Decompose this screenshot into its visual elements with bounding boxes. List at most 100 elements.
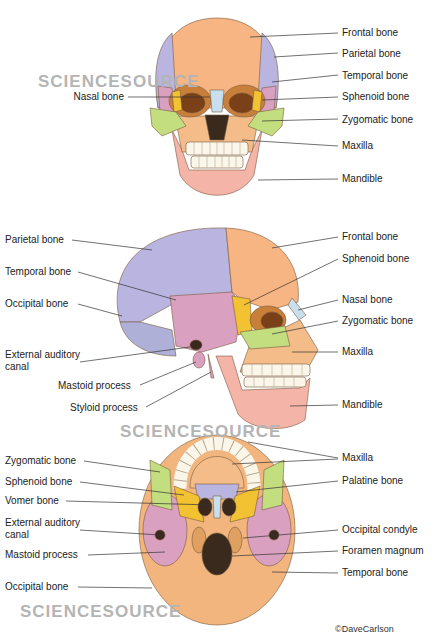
bone-shape <box>232 296 252 335</box>
bone-label: Maxilla <box>342 452 373 464</box>
bone-shape <box>252 90 262 112</box>
bone-shape <box>190 457 244 489</box>
bone-shape <box>150 460 172 510</box>
bone-label: Nasal bone <box>342 294 393 306</box>
bone-label: Zygomatic bone <box>5 455 76 467</box>
bone-shape <box>262 119 338 121</box>
bone-shape <box>258 179 338 180</box>
bone-shape <box>208 354 214 378</box>
bone-shape <box>80 347 190 362</box>
bone-shape <box>140 362 196 385</box>
leader-lines <box>66 33 338 588</box>
bone-label: Foramen magnum <box>342 545 424 557</box>
bone-shape <box>244 259 338 305</box>
bone-label: External auditory canal <box>5 517 83 541</box>
bone-shape <box>272 321 338 334</box>
bone-shape <box>232 551 338 556</box>
bone-feature <box>222 498 236 516</box>
bone-shape <box>210 90 224 112</box>
bone-label: Temporal bone <box>342 567 408 579</box>
bone-shape <box>172 90 182 112</box>
bone-shape <box>213 496 221 518</box>
credit-text: ©DaveCarlson <box>335 624 394 635</box>
bone-label: Sphenoid bone <box>342 253 409 265</box>
bone-shape <box>250 33 338 37</box>
bone-label: Zygomatic bone <box>342 114 413 126</box>
bone-shape <box>80 530 160 535</box>
bone-label: Maxilla <box>342 140 373 152</box>
bone-label: Occipital bone <box>5 581 68 593</box>
bone-feature <box>202 533 232 575</box>
bone-shape <box>120 322 176 356</box>
bone-shape <box>180 444 254 491</box>
bone-shape <box>80 482 184 495</box>
bone-shape <box>243 530 338 538</box>
bone-label: Occipital condyle <box>342 524 418 536</box>
bone-shape <box>194 142 240 168</box>
bone-shape <box>78 272 176 300</box>
bone-shape <box>78 304 122 316</box>
bone-shape <box>248 442 338 458</box>
bone-label: Vomer bone <box>5 495 59 507</box>
bone-label: Mandible <box>342 173 383 185</box>
bone-shape <box>205 115 229 140</box>
bone-shape <box>88 552 165 555</box>
front-skull <box>150 18 284 195</box>
bone-label: Sphenoid bone <box>342 91 409 103</box>
bone-shape <box>272 237 338 248</box>
bone-shape <box>232 459 338 464</box>
bone-shape <box>292 352 338 353</box>
bone-shape <box>290 405 338 406</box>
bone-label: Occipital bone <box>5 298 68 310</box>
bone-shape <box>242 140 338 146</box>
bone-label: Maxilla <box>342 346 373 358</box>
side-skull <box>117 228 318 429</box>
bone-shape <box>216 356 310 429</box>
bone-shape <box>66 501 212 505</box>
base-skull <box>139 435 295 625</box>
bone-shape <box>248 108 284 136</box>
bone-feature <box>179 93 205 113</box>
watermark: SCIENCESOURCE <box>120 422 281 442</box>
bone-label: Parietal bone <box>5 234 64 246</box>
bone-shape <box>274 53 338 57</box>
bone-feature <box>229 93 255 113</box>
bone-shape <box>236 481 338 492</box>
bone-shape <box>272 75 338 82</box>
bone-shape <box>170 292 242 352</box>
bone-feature <box>193 352 205 368</box>
bone-label: Temporal bone <box>342 70 408 82</box>
bone-label: Parietal bone <box>342 48 401 60</box>
bone-feature <box>198 498 212 516</box>
bone-label: Zygomatic bone <box>342 315 413 327</box>
watermark: SCIENCESOURCE <box>38 72 199 92</box>
bone-shape <box>262 97 338 100</box>
bone-feature <box>139 435 295 625</box>
bone-feature <box>244 377 306 387</box>
bone-shape <box>240 326 290 349</box>
bone-shape <box>252 364 302 387</box>
bone-label: Sphenoid bone <box>5 476 72 488</box>
bone-label: Palatine bone <box>342 475 403 487</box>
bone-shape <box>84 461 160 472</box>
bone-shape <box>72 240 152 250</box>
bone-label: Mastoid process <box>58 380 131 392</box>
watermark: SCIENCESOURCE <box>20 602 181 622</box>
bone-label: Styloid process <box>70 402 138 414</box>
bone-feature <box>190 340 202 350</box>
bone-label: Frontal bone <box>342 231 398 243</box>
bone-shape <box>262 460 284 510</box>
bone-shape <box>128 97 210 98</box>
bone-label: Nasal bone <box>73 91 124 103</box>
bone-shape <box>272 572 338 573</box>
bone-shape <box>78 587 152 588</box>
bone-shape <box>180 444 254 491</box>
bone-label: Temporal bone <box>5 266 71 278</box>
bone-label: Frontal bone <box>342 27 398 39</box>
bone-label: Mandible <box>342 399 383 411</box>
bone-label: External auditory canal <box>5 349 83 373</box>
bone-shape <box>150 108 186 136</box>
bone-label: Mastoid process <box>5 549 78 561</box>
bone-shape <box>146 372 211 407</box>
